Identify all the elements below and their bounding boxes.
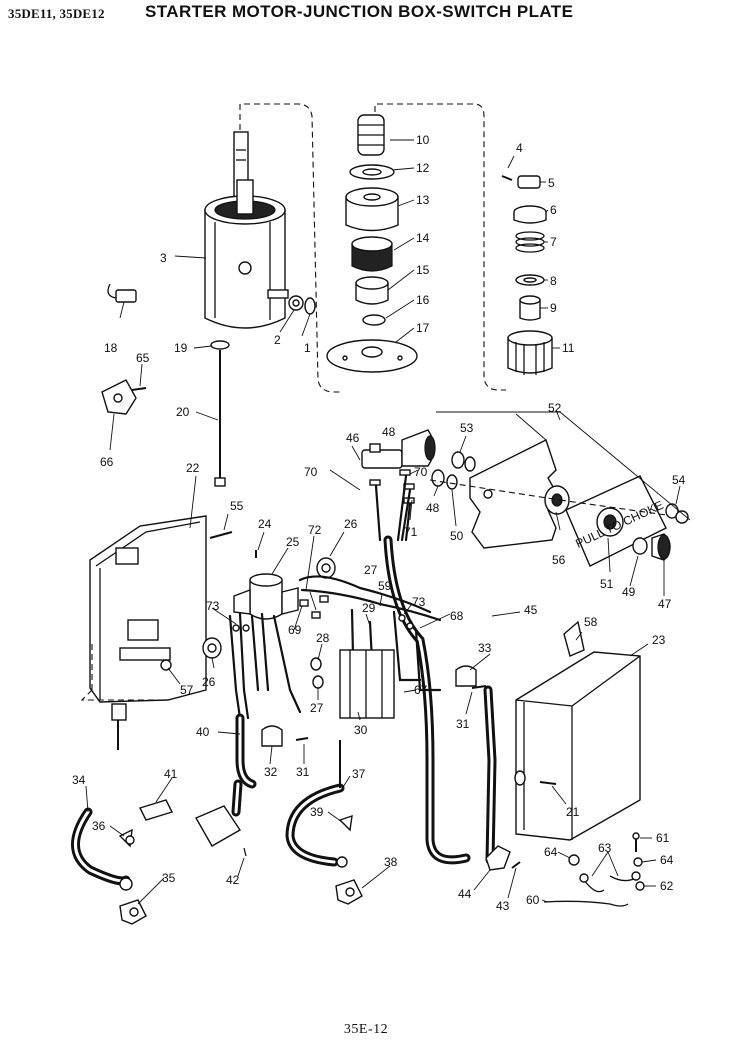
callout-5: 5 [548,176,555,190]
callout-70b: 70 [414,465,428,479]
callout-22: 22 [186,461,200,475]
callout-4: 4 [516,141,523,155]
junction-box [80,515,257,703]
callout-15: 15 [416,263,430,277]
callout-68: 68 [450,609,464,623]
callout-67: 67 [414,683,428,697]
callout-26b: 26 [202,675,216,689]
page-number: 35E-12 [343,1022,389,1037]
callout-56: 56 [552,553,566,567]
brush-and-clips [101,283,230,487]
callout-34: 34 [72,773,86,787]
callout-32: 32 [264,765,278,779]
callout-57: 57 [180,683,194,697]
callout-66: 66 [100,455,114,469]
callout-30: 30 [354,723,368,737]
callout-50: 50 [450,529,464,543]
callout-27: 27 [364,563,378,577]
callout-24: 24 [258,517,272,531]
callout-65: 65 [136,351,150,365]
callout-54: 54 [672,473,686,487]
model-numbers: 35DE11, 35DE12 [8,6,105,21]
callout-1: 1 [304,341,311,355]
callout-48b: 48 [426,501,440,515]
callout-70: 70 [304,465,318,479]
wiring-harness [228,474,497,865]
callout-49: 49 [622,585,636,599]
clamp-and-hardware [485,832,645,907]
callout-numbers: 1 2 3 4 5 6 7 8 9 10 11 12 13 14 15 16 1… [72,133,686,913]
callout-20: 20 [176,405,190,419]
callout-52: 52 [548,401,562,415]
callout-63: 63 [598,841,612,855]
exploded-parts-diagram: PULL TO CHOKE [71,103,691,925]
callout-8: 8 [550,274,557,288]
callout-7: 7 [550,235,557,249]
callout-73: 73 [206,599,220,613]
starter-motor [204,103,340,393]
callout-64: 64 [544,845,558,859]
callout-73b: 73 [412,595,426,609]
junction-box-cover [514,620,641,841]
callout-72: 72 [308,523,322,537]
callout-16: 16 [416,293,430,307]
callout-44: 44 [458,887,472,901]
callout-29: 29 [362,601,376,615]
callout-43: 43 [496,899,510,913]
callout-42: 42 [226,873,240,887]
starter-drive-parts [326,103,506,391]
pinion-parts [501,175,553,375]
callout-18: 18 [104,341,118,355]
callout-40: 40 [196,725,210,739]
callout-17: 17 [416,321,430,335]
callout-13: 13 [416,193,430,207]
callout-25: 25 [286,535,300,549]
callout-9: 9 [550,301,557,315]
callout-21: 21 [566,805,580,819]
callout-31: 31 [456,717,470,731]
callout-64b: 64 [660,853,674,867]
callout-26: 26 [344,517,358,531]
callout-12: 12 [416,161,430,175]
callout-47: 47 [658,597,672,611]
callout-10: 10 [416,133,430,147]
callout-59: 59 [378,579,392,593]
callout-6: 6 [550,203,557,217]
callout-51: 51 [600,577,614,591]
callout-37: 37 [352,767,366,781]
callout-leaders [85,139,681,905]
callout-35: 35 [162,871,176,885]
callout-27b: 27 [310,701,324,715]
callout-45: 45 [524,603,538,617]
callout-69: 69 [288,623,302,637]
callout-14: 14 [416,231,430,245]
callout-31b: 31 [296,765,310,779]
callout-61: 61 [656,831,670,845]
callout-46: 46 [346,431,360,445]
callout-41: 41 [164,767,178,781]
switch-plate: PULL TO CHOKE [429,411,691,567]
battery-cables [71,703,363,925]
callout-33: 33 [478,641,492,655]
callout-58: 58 [584,615,598,629]
starter-solenoid [202,557,336,689]
callout-71: 71 [404,525,418,539]
callout-19: 19 [174,341,188,355]
callout-38: 38 [384,855,398,869]
callout-53: 53 [460,421,474,435]
callout-23: 23 [652,633,666,647]
callout-60: 60 [526,893,540,907]
callout-62: 62 [660,879,674,893]
callout-28: 28 [316,631,330,645]
callout-48: 48 [382,425,396,439]
callout-3: 3 [160,251,167,265]
callout-39: 39 [310,805,324,819]
callout-36: 36 [92,819,106,833]
callout-2: 2 [274,333,281,347]
callout-11: 11 [562,341,575,355]
page-title: STARTER MOTOR-JUNCTION BOX-SWITCH PLATE [145,2,574,21]
callout-55: 55 [230,499,244,513]
